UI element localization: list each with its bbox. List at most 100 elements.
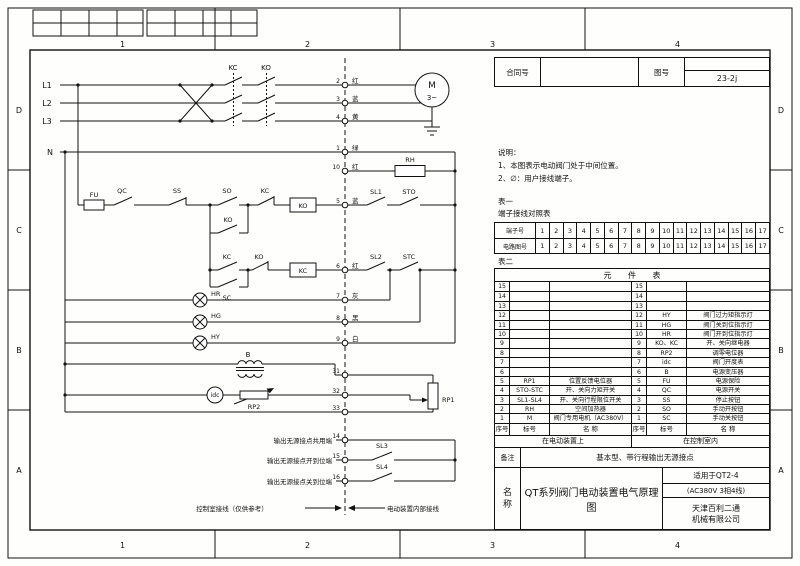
terminal-number-cell: 11 bbox=[672, 223, 687, 238]
wire-color: 黑 bbox=[352, 314, 359, 322]
component-row-no: 15 bbox=[498, 283, 506, 290]
component-row-no: 5 bbox=[500, 377, 504, 385]
terminal-number-cell: 6 bbox=[603, 223, 618, 238]
terminal-number-cell: 7 bbox=[617, 239, 632, 253]
label-output-open: 输出无源接点开到位端 bbox=[267, 456, 333, 465]
label-rp1: RP1 bbox=[442, 396, 455, 404]
component-row-name bbox=[549, 311, 631, 320]
component-row-name bbox=[549, 282, 631, 292]
terminal-number-cell: 17 bbox=[755, 223, 769, 238]
open-coil-box bbox=[289, 197, 317, 213]
label-motor: M bbox=[428, 81, 436, 91]
component-row-name: 开、关向力矩开关 bbox=[549, 386, 631, 395]
terminal-number-cell: 12 bbox=[686, 223, 700, 238]
label-qc: QC bbox=[117, 187, 127, 195]
component-row-no: 15 bbox=[635, 283, 643, 290]
terminal-row1-label: 端子号 bbox=[505, 228, 524, 235]
contract-no-label: 合同号 bbox=[495, 58, 541, 86]
component-row-name bbox=[549, 358, 631, 367]
zone-bottom-1: 1 bbox=[120, 541, 125, 550]
component-row-code: FU bbox=[646, 376, 686, 386]
label-l3: L3 bbox=[42, 117, 52, 126]
component-row-no: 8 bbox=[637, 349, 641, 357]
name-block: 名 称 QT系列阀门电动装置电气原理图 适用于QT2-4 (AC380V 3相4… bbox=[494, 467, 770, 530]
terminal-number-cell: 1 bbox=[535, 239, 549, 253]
drawing-no-label: 图号 bbox=[639, 58, 685, 86]
terminal-no: 4 bbox=[336, 114, 340, 121]
zone-left-a: A bbox=[16, 466, 22, 475]
component-row-no: 13 bbox=[635, 302, 643, 310]
component-row-no: 10 bbox=[635, 330, 643, 338]
component-row-code: M bbox=[509, 414, 549, 423]
component-footer-right: 在控制室内 bbox=[632, 434, 769, 447]
label-ko-interlock: KO bbox=[254, 253, 263, 261]
component-row-name bbox=[549, 292, 631, 301]
terminal-number-cell: 8 bbox=[631, 239, 645, 253]
component-row-no: 3 bbox=[637, 396, 641, 404]
label-idc: idc bbox=[211, 392, 220, 399]
terminal-no: 10 bbox=[332, 164, 340, 171]
terminal-no: 32 bbox=[332, 388, 340, 395]
label-output-close: 输出无源接点关到位端 bbox=[267, 477, 333, 486]
label-rh: RH bbox=[405, 156, 415, 164]
terminal-number-cell: 4 bbox=[576, 223, 590, 238]
label-l1: L1 bbox=[42, 81, 52, 90]
label-so: SO bbox=[222, 187, 231, 195]
wire-color: 蓝 bbox=[352, 94, 359, 103]
component-row-no: 1 bbox=[637, 415, 641, 423]
component-row-name bbox=[549, 301, 631, 311]
terminal-number-cell: 15 bbox=[727, 239, 742, 253]
terminal-no: 1 bbox=[336, 145, 340, 152]
terminal-no: 9 bbox=[336, 336, 340, 343]
label-ko-aux: KO bbox=[223, 216, 232, 224]
component-row-code: STO-STC bbox=[509, 386, 549, 395]
component-row-code: SC bbox=[646, 414, 686, 423]
table1-subtitle: 端子接线对照表 bbox=[498, 209, 551, 218]
applicable-model: 适用于QT2-4 bbox=[663, 468, 769, 484]
component-row-code bbox=[509, 339, 549, 348]
terminal-no: 5 bbox=[336, 198, 340, 205]
terminal-row2-label: 电路图号 bbox=[502, 243, 527, 251]
component-row-code bbox=[509, 311, 549, 320]
company-line1: 天津百利二通 bbox=[692, 503, 740, 513]
component-row-no: 14 bbox=[635, 293, 643, 301]
col-name: 名 称 bbox=[686, 423, 769, 435]
component-row: 12 bbox=[495, 310, 631, 320]
label-ko-main: KO bbox=[261, 64, 271, 72]
component-row: 11 bbox=[495, 319, 631, 329]
wire-color: 黄 bbox=[352, 112, 359, 121]
component-row: 13 bbox=[632, 300, 769, 311]
component-row-code: KO、KC bbox=[646, 339, 686, 348]
component-row: 15 bbox=[632, 282, 769, 292]
drawing-no-cell: 23-2j bbox=[685, 58, 769, 86]
component-row-name: 电源变压器 bbox=[686, 367, 769, 376]
component-row-name bbox=[549, 367, 631, 376]
label-motor-type: 3~ bbox=[427, 94, 437, 102]
component-row-no: 3 bbox=[500, 396, 504, 404]
component-row-name: 电源开关 bbox=[686, 386, 769, 395]
terminal-number-cell: 10 bbox=[658, 223, 673, 238]
component-row-code: RH bbox=[509, 405, 549, 414]
terminal-number-cell: 9 bbox=[645, 223, 659, 238]
component-row-name: 开、关向行程限位开关 bbox=[549, 395, 631, 405]
component-row-code bbox=[646, 301, 686, 311]
component-row-no: 11 bbox=[635, 321, 643, 329]
drawing-no-blank bbox=[685, 58, 769, 71]
label-device-note: 电动装置内部接线 bbox=[387, 504, 440, 513]
label-n: N bbox=[47, 148, 53, 157]
component-row: 9 bbox=[495, 338, 631, 348]
wire-color: 红 bbox=[352, 76, 359, 85]
label-rp2: RP2 bbox=[248, 403, 261, 411]
terminal-no: 2 bbox=[336, 78, 340, 85]
terminal-no: 8 bbox=[336, 315, 340, 322]
component-row-name: 停止按钮 bbox=[686, 395, 769, 405]
component-row-no: 9 bbox=[500, 340, 504, 348]
remarks-row: 备注 基本型、带行程输出无源接点 bbox=[494, 447, 770, 468]
zone-top-1: 1 bbox=[120, 40, 125, 49]
